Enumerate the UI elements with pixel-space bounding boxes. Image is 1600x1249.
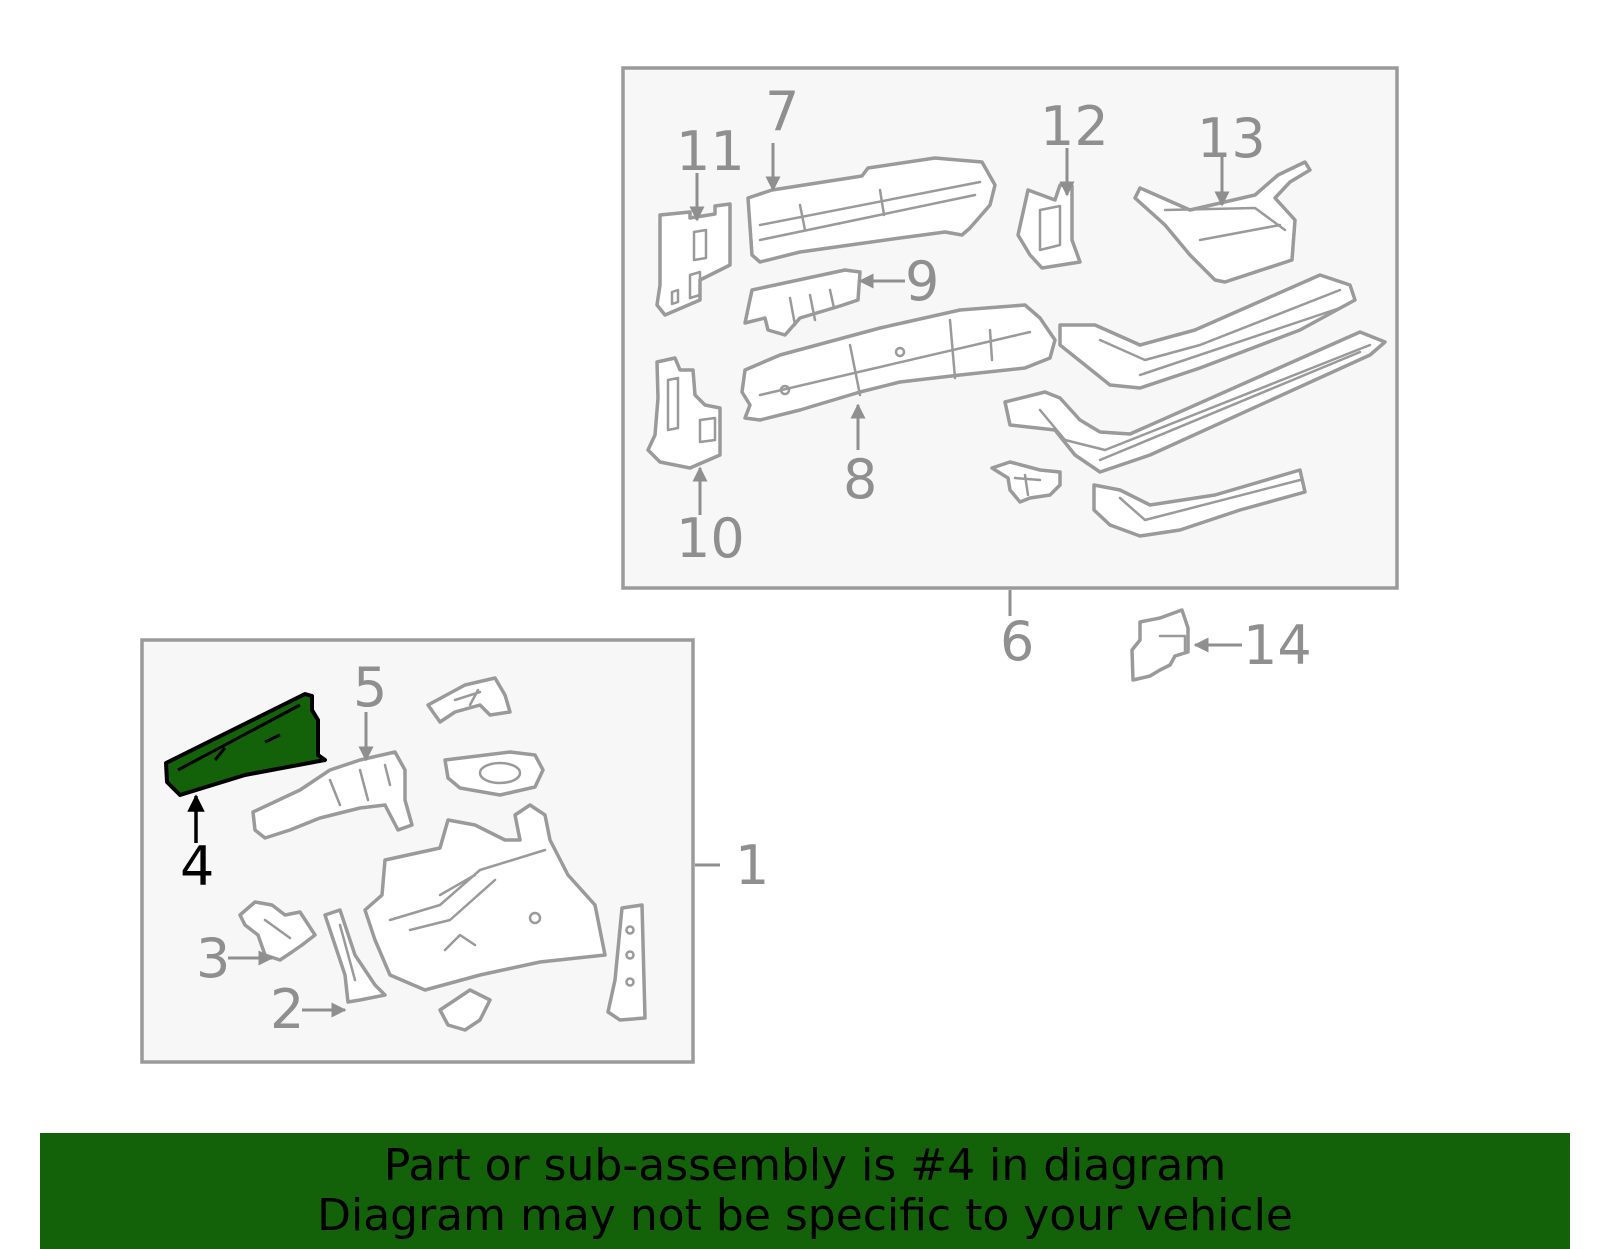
banner-line-2: Diagram may not be specific to your vehi… <box>317 1190 1293 1241</box>
part-6-small-bracket <box>990 460 1062 504</box>
callout-6: 6 <box>1000 610 1034 673</box>
callout-8: 8 <box>843 448 877 511</box>
callout-14: 14 <box>1243 614 1312 677</box>
info-banner: Part or sub-assembly is #4 in diagram Di… <box>40 1133 1570 1249</box>
part-1-pillar <box>606 903 647 1022</box>
part-9[interactable] <box>743 268 862 337</box>
part-14[interactable] <box>1130 608 1190 682</box>
part-12[interactable] <box>1016 183 1082 270</box>
banner-line-1: Part or sub-assembly is #4 in diagram <box>383 1140 1227 1191</box>
callout-1: 1 <box>735 834 769 897</box>
callout-11: 11 <box>676 120 745 183</box>
part-7[interactable] <box>746 156 997 264</box>
part-8[interactable] <box>740 303 1057 422</box>
callout-2: 2 <box>270 978 304 1041</box>
part-3[interactable] <box>238 900 317 962</box>
callout-10: 10 <box>676 507 745 570</box>
callout-9: 9 <box>905 250 939 313</box>
part-13[interactable] <box>1133 160 1312 284</box>
part-1-wheelhouse[interactable] <box>363 803 607 992</box>
assembly-box-1 <box>140 638 695 1064</box>
part-2[interactable] <box>323 908 387 1004</box>
callout-5: 5 <box>353 656 387 719</box>
part-5[interactable] <box>251 750 414 840</box>
callout-3: 3 <box>196 927 230 990</box>
part-10[interactable] <box>646 356 722 470</box>
callout-7: 7 <box>765 80 799 143</box>
part-6-sill <box>1092 468 1307 538</box>
part-4-highlighted[interactable] <box>164 692 327 797</box>
callout-13: 13 <box>1197 107 1266 170</box>
part-6-rail-upper <box>1058 273 1357 390</box>
part-1-bracket-top <box>426 676 512 724</box>
part-1-strut-cap <box>443 750 545 797</box>
callout-12: 12 <box>1040 95 1109 158</box>
part-6-rail-lower <box>1003 330 1387 474</box>
callout-4-highlighted: 4 <box>180 835 214 898</box>
part-1-small-cap <box>438 988 492 1032</box>
